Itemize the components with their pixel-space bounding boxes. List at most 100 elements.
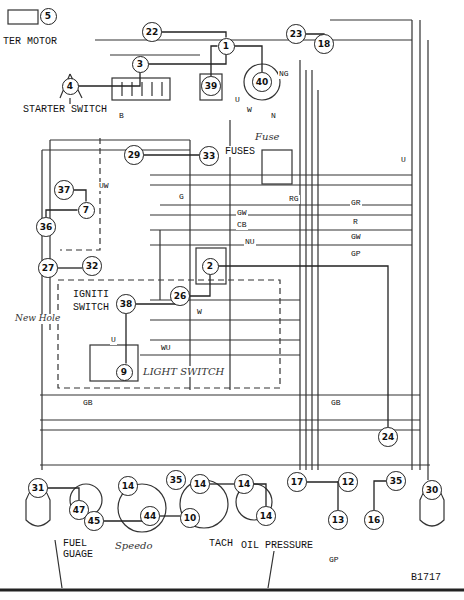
wire-code: UW (98, 182, 110, 191)
callout-text: 1 (223, 41, 229, 51)
wire-code: WU (160, 344, 172, 353)
callout-number: 40 (252, 72, 272, 92)
wire (58, 267, 82, 268)
callout-number: 2 (202, 258, 219, 275)
callout-number: 4 (62, 78, 79, 95)
callout-number: 14 (256, 506, 276, 526)
part-label: Speedo (114, 540, 154, 551)
wire-code: G (178, 193, 185, 202)
harness-wire (140, 300, 300, 355)
part-label: Fuse (254, 131, 280, 142)
callout-number: 35 (166, 470, 186, 490)
wire-code: GW (350, 233, 362, 242)
callout-number: 3 (132, 56, 149, 73)
battery-cells (122, 82, 162, 96)
callout-number: 45 (84, 511, 104, 531)
wire (374, 481, 386, 510)
callout-number: 17 (287, 472, 307, 492)
callout-text: 18 (318, 39, 331, 49)
callout-text: 35 (390, 476, 403, 486)
callout-text: 23 (290, 29, 303, 39)
callout-number: 23 (286, 24, 306, 44)
callout-number: 16 (364, 510, 384, 530)
callout-text: 14 (260, 511, 273, 521)
part-label: FUEL GUAGE (62, 538, 104, 560)
callout-text: 31 (32, 483, 45, 493)
callout-text: 39 (205, 81, 218, 91)
callout-number: 14 (190, 474, 210, 494)
wire-code: GR (350, 199, 362, 208)
callout-text: 26 (174, 291, 187, 301)
harness-wire (300, 60, 318, 470)
callout-number: 30 (422, 480, 442, 500)
wire-code: GP (350, 250, 362, 259)
wire (79, 73, 141, 87)
battery-symbol (112, 78, 170, 100)
wire (149, 55, 227, 65)
callout-number: 10 (180, 508, 200, 528)
part-label: FUSES (224, 146, 256, 157)
part-label: STARTER SWITCH (22, 104, 108, 115)
wire (211, 46, 218, 76)
callout-number: 31 (28, 478, 48, 498)
wire-code: R (352, 218, 359, 227)
callout-text: 37 (58, 185, 71, 195)
part-label: TER MOTOR (2, 36, 58, 47)
part-label: B1717 (410, 572, 442, 583)
callout-number: 32 (82, 256, 102, 276)
callout-number: 1 (218, 38, 235, 55)
callout-text: 9 (121, 367, 127, 377)
wire (74, 190, 86, 202)
callout-text: 29 (128, 150, 141, 160)
wire-code: U (234, 96, 241, 105)
callout-text: 38 (120, 299, 133, 309)
callout-number: 24 (378, 427, 398, 447)
callout-number: 9 (116, 364, 133, 381)
callout-text: 16 (368, 515, 381, 525)
wire-code: U (110, 336, 117, 345)
callout-text: 44 (144, 511, 157, 521)
wire-code: RG (288, 195, 300, 204)
callout-text: 24 (382, 432, 395, 442)
wire (235, 46, 263, 72)
wire-code: W (196, 308, 203, 317)
page-rule (0, 589, 464, 592)
harness-wire (160, 120, 230, 390)
callout-number: 18 (314, 34, 334, 54)
part-label: LIGHT SWITCH (142, 366, 225, 377)
wire-code: B (118, 112, 125, 121)
callout-text: 2 (207, 261, 213, 271)
wire-code: GP (328, 556, 340, 565)
callout-number: 36 (36, 217, 56, 237)
callout-number: 38 (116, 294, 136, 314)
wire (254, 484, 266, 506)
wire-code: W (246, 106, 253, 115)
callout-number: 5 (40, 8, 57, 25)
wire-code: GB (82, 399, 94, 408)
callout-number: 37 (54, 180, 74, 200)
wire (307, 481, 338, 482)
wire (48, 488, 79, 500)
callout-text: 4 (67, 81, 73, 91)
callout-number: 13 (328, 510, 348, 530)
wire (190, 275, 210, 297)
callout-number: 7 (78, 202, 95, 219)
callout-text: 14 (238, 479, 251, 489)
callout-text: 10 (184, 513, 197, 523)
dashed-enclosure (58, 280, 280, 388)
harness-wire (95, 20, 412, 55)
callout-text: 12 (342, 477, 355, 487)
wire-code: NU (244, 238, 256, 247)
part-label: SWITCH (72, 302, 110, 313)
part-label: IGNITI (72, 289, 110, 300)
part-label: New Hole (14, 314, 61, 324)
callout-text: 5 (45, 11, 51, 21)
wire-code: N (270, 112, 277, 121)
callout-text: 3 (137, 59, 143, 69)
wire-code: GB (330, 399, 342, 408)
light-switch-box (90, 345, 138, 381)
callout-text: 22 (146, 27, 159, 37)
callout-text: 36 (40, 222, 53, 232)
callout-number: 22 (142, 22, 162, 42)
callout-text: 14 (122, 481, 135, 491)
